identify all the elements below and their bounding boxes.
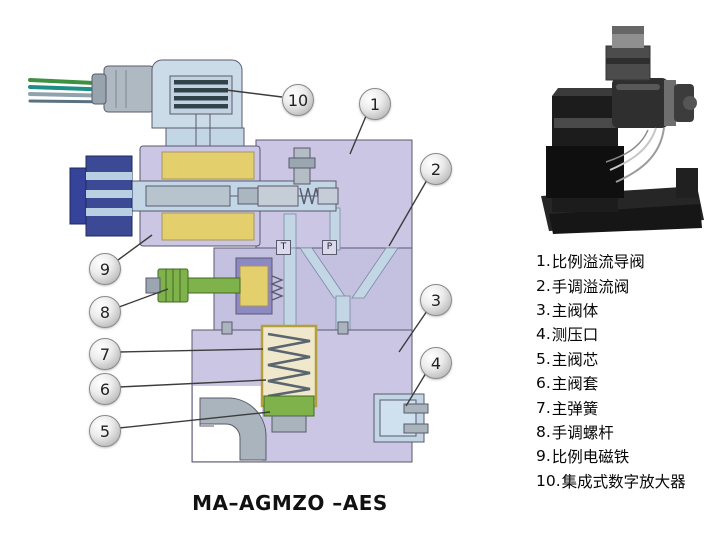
- leader-line-10: [225, 89, 283, 98]
- leader-line-3: [398, 310, 428, 353]
- callout-7-number: 7: [99, 344, 111, 364]
- legend-item-1-number: 1.: [536, 252, 551, 271]
- legend-item-6-label: 主阀套: [551, 375, 599, 394]
- legend-item-9: 9.比例电磁铁: [536, 444, 686, 468]
- callout-7: 7: [89, 338, 121, 370]
- pressure-port-label: P: [322, 240, 337, 255]
- legend-item-2: 2.手调溢流阀: [536, 273, 686, 297]
- callout-9: 9: [89, 253, 121, 285]
- legend-item-8-number: 8.: [536, 422, 551, 441]
- leader-line-9: [117, 234, 153, 261]
- legend-item-10: 10.集成式数字放大器: [536, 469, 686, 493]
- main-spring-assembly: [260, 324, 318, 433]
- connector-plug: [69, 155, 133, 237]
- callout-6-number: 6: [99, 379, 111, 399]
- callout-1: 1: [359, 88, 391, 120]
- legend-item-5-label: 主阀芯: [551, 350, 599, 369]
- legend-list: 1.比例溢流导阀 2.手调溢流阀 3.主阀体 4.测压口 5.主阀芯 6.主阀套…: [536, 249, 686, 493]
- legend-item-8: 8.手调螺杆: [536, 420, 686, 444]
- manual-adjuster: [145, 257, 284, 315]
- legend-item-6: 6.主阀套: [536, 371, 686, 395]
- pressure-port: [373, 393, 429, 443]
- leader-line-5: [118, 411, 271, 429]
- callout-6: 6: [89, 373, 121, 405]
- callout-4-number: 4: [430, 353, 442, 373]
- legend-item-2-label: 手调溢流阀: [551, 277, 630, 296]
- legend-item-9-label: 比例电磁铁: [551, 448, 630, 467]
- tank-port-label: T: [276, 240, 291, 255]
- leader-line-7: [118, 348, 264, 353]
- callout-5-number: 5: [99, 421, 111, 441]
- legend-item-8-label: 手调螺杆: [551, 423, 614, 442]
- callout-3: 3: [420, 284, 452, 316]
- leader-line-8: [118, 288, 169, 308]
- product-photo: [541, 26, 704, 234]
- legend-item-1: 1.比例溢流导阀: [536, 249, 686, 273]
- callout-2: 2: [420, 153, 452, 185]
- legend-item-7-label: 主弹簧: [551, 399, 599, 418]
- leader-lines: [117, 89, 428, 429]
- legend-item-10-number: 10.: [536, 471, 561, 490]
- legend-item-2-number: 2.: [536, 276, 551, 295]
- legend-item-4: 4.测压口: [536, 322, 686, 346]
- callout-3-number: 3: [430, 290, 442, 310]
- legend-item-4-label: 测压口: [551, 326, 599, 345]
- leader-line-4: [405, 372, 427, 407]
- callout-2-number: 2: [430, 159, 442, 179]
- digital-amplifier: [91, 59, 243, 129]
- legend-item-9-number: 9.: [536, 447, 551, 466]
- legend-item-7-number: 7.: [536, 398, 551, 417]
- callout-5: 5: [89, 415, 121, 447]
- callout-1-number: 1: [369, 94, 381, 114]
- legend-item-7: 7.主弹簧: [536, 395, 686, 419]
- callout-4: 4: [420, 347, 452, 379]
- legend-item-5-number: 5.: [536, 349, 551, 368]
- leader-line-6: [118, 379, 267, 388]
- legend-item-3-label: 主阀体: [551, 301, 599, 320]
- legend-item-5: 5.主阀芯: [536, 347, 686, 371]
- pilot-valve-detail: [257, 147, 339, 207]
- callout-8-number: 8: [99, 302, 111, 322]
- callout-10-number: 10: [287, 90, 309, 110]
- legend-item-10-label: 集成式数字放大器: [561, 472, 686, 491]
- legend-item-4-number: 4.: [536, 325, 551, 344]
- leader-line-1: [349, 115, 367, 155]
- model-caption: MA–AGMZO –AES: [192, 491, 388, 515]
- legend-item-3: 3.主阀体: [536, 298, 686, 322]
- callout-8: 8: [89, 296, 121, 328]
- legend-item-6-number: 6.: [536, 374, 551, 393]
- legend-item-3-number: 3.: [536, 300, 551, 319]
- leader-line-2: [388, 179, 428, 247]
- callout-9-number: 9: [99, 259, 111, 279]
- callout-10: 10: [282, 84, 314, 116]
- legend-item-1-label: 比例溢流导阀: [551, 253, 645, 272]
